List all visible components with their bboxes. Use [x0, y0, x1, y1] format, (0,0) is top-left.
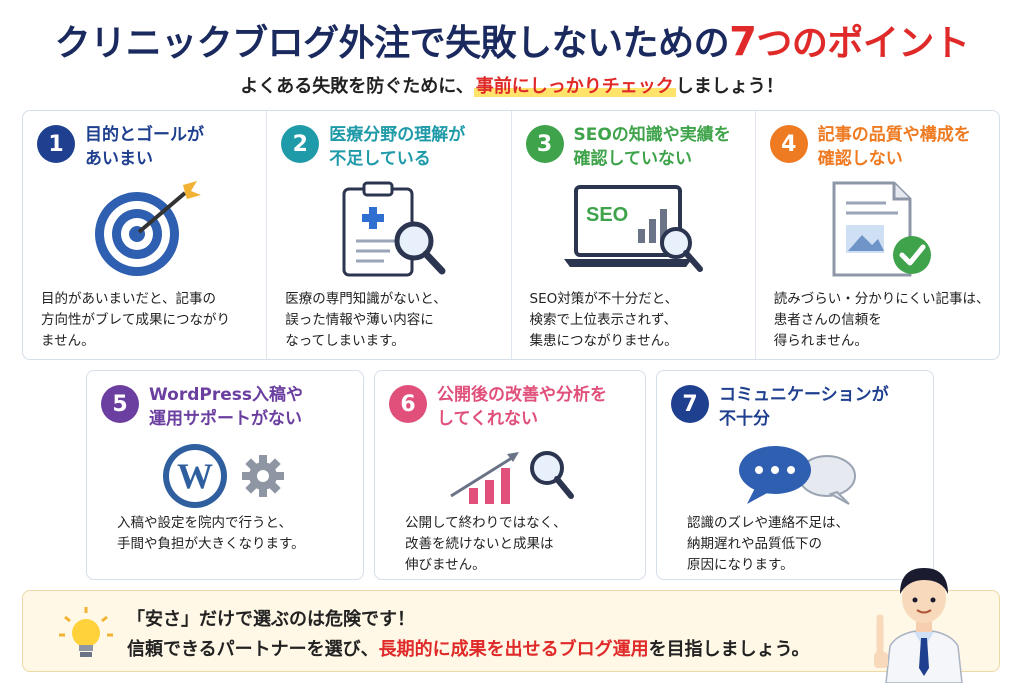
point-title: 記事の品質や構成を確認しない	[818, 123, 991, 171]
target-icon	[23, 179, 266, 279]
point-title-line: 目的とゴールが	[85, 125, 204, 145]
title-number: 7	[729, 19, 757, 65]
point-title-line: 運用サポートがない	[149, 409, 302, 429]
point-number-badge: 5	[101, 385, 139, 423]
callout-line-2-pre: 信頼できるパートナーを選び、	[127, 639, 379, 660]
point-title-line: コミュニケーションが	[719, 385, 889, 405]
lightbulb-icon	[57, 605, 115, 663]
point-desc-line: 公開して終わりではなく、	[405, 515, 567, 531]
point-card-5: 5 WordPress入稿や運用サポートがない W 入稿や設定を院内で行うと、手…	[86, 370, 364, 580]
point-description: 公開して終わりではなく、改善を続けないと成果は伸びません。	[405, 513, 637, 576]
point-desc-line: 原因になります。	[687, 557, 794, 573]
point-card-2: 2 医療分野の理解が不足している 医療の専門知識がないと、誤った情報や薄い内容に…	[267, 111, 512, 359]
point-number-badge: 7	[671, 385, 709, 423]
point-number-badge: 1	[37, 125, 75, 163]
point-title-line: あいまい	[85, 149, 153, 169]
seo-label: SEO	[586, 204, 628, 226]
point-number-badge: 3	[525, 125, 564, 163]
point-desc-line: 目的があいまいだと、記事の	[41, 291, 216, 307]
growth-chart-magnifier-icon	[375, 441, 645, 511]
point-title-line: 不十分	[719, 409, 770, 429]
point-description: SEO対策が不十分だと、検索で上位表示されず、集患につながりません。	[530, 289, 747, 352]
point-card-1: 1 目的とゴールがあいまい 目的があいまいだと、記事の方向性がブレて成果につなが…	[23, 111, 268, 359]
point-desc-line: 誤った情報や薄い内容に	[285, 312, 434, 328]
point-desc-line: 手間や負担が大きくなります。	[117, 536, 305, 552]
point-title-line: 医療分野の理解が	[329, 125, 466, 145]
point-description: 医療の専門知識がないと、誤った情報や薄い内容になってしまいます。	[285, 289, 502, 352]
point-title: 医療分野の理解が不足している	[329, 123, 502, 171]
point-desc-line: 伸びません。	[405, 557, 486, 573]
subtitle-highlight: 事前にしっかりチェック	[473, 76, 676, 97]
callout-line-2: 信頼できるパートナーを選び、長期的に成果を出せるブログ運用を目指しましょう。	[127, 635, 810, 661]
point-desc-line: 患者さんの信頼を	[773, 312, 882, 328]
point-desc-line: 納期遅れや品質低下の	[687, 536, 822, 552]
point-title: 目的とゴールがあいまい	[85, 123, 258, 171]
subtitle: よくある失敗を防ぐために、事前にしっかりチェックしましょう！	[0, 72, 1024, 98]
point-desc-line: なってしまいます。	[285, 333, 405, 349]
point-desc-line: 認識のズレや連絡不足は、	[687, 515, 849, 531]
point-description: 読みづらい・分かりにくい記事は、患者さんの信頼を得られません。	[774, 289, 991, 352]
point-desc-line: 検索で上位表示されず、	[529, 312, 678, 328]
chat-bubbles-icon	[657, 441, 933, 511]
point-card-3: 3 SEOの知識や実績を確認していない SEO SEO対策が不十分だと、検索で上…	[512, 111, 756, 359]
point-number-badge: 4	[769, 125, 808, 163]
point-title: SEOの知識や実績を確認していない	[574, 123, 747, 171]
point-desc-line: ません。	[41, 333, 95, 349]
point-title-line: 記事の品質や構成を	[817, 125, 971, 145]
clipboard-magnifier-icon	[267, 179, 510, 279]
page-title: クリニックブログ外注で失敗しないための7つのポイント	[0, 14, 1024, 66]
point-card-7: 7 コミュニケーションが不十分 認識のズレや連絡不足は、納期遅れや品質低下の原因…	[656, 370, 934, 580]
subtitle-post: しましょう！	[675, 76, 784, 97]
callout-line-1: 「安さ」だけで選ぶのは危険です！	[127, 609, 415, 630]
point-desc-line: 集患につながりません。	[529, 333, 678, 349]
point-card-6: 6 公開後の改善や分析をしてくれない 公開して終わりではなく、改善を続けないと成…	[374, 370, 646, 580]
point-desc-line: 得られません。	[773, 333, 868, 349]
point-title-line: 不足している	[329, 149, 431, 169]
title-tail: つのポイント	[756, 23, 970, 64]
point-desc-line: SEO対策が不十分だと、	[529, 291, 679, 307]
wordpress-gear-icon: W	[87, 441, 363, 511]
points-row-top: 1 目的とゴールがあいまい 目的があいまいだと、記事の方向性がブレて成果につなが…	[22, 110, 1000, 360]
point-number-badge: 6	[389, 385, 427, 423]
point-description: 入稿や設定を院内で行うと、手間や負担が大きくなります。	[117, 513, 355, 555]
point-desc-line: 入稿や設定を院内で行うと、	[117, 515, 292, 531]
point-title-line: SEOの知識や実績を	[573, 125, 731, 145]
point-card-4: 4 記事の品質や構成を確認しない 読みづらい・分かりにくい記事は、患者さんの信頼…	[756, 111, 999, 359]
point-title: WordPress入稿や運用サポートがない	[149, 383, 355, 431]
callout-line-2-post: を目指しましょう。	[648, 639, 810, 660]
point-title-line: 確認していない	[573, 149, 693, 169]
point-title: コミュニケーションが不十分	[719, 383, 925, 431]
subtitle-pre: よくある失敗を防ぐために、	[240, 76, 474, 97]
point-desc-line: 改善を続けないと成果は	[405, 536, 554, 552]
callout-highlight: 長期的に成果を出せるブログ運用	[378, 639, 649, 660]
title-main: クリニックブログ外注で失敗しないための	[54, 23, 730, 64]
point-title: 公開後の改善や分析をしてくれない	[437, 383, 637, 431]
point-title-line: 確認しない	[817, 149, 903, 169]
point-title-line: WordPress入稿や	[149, 385, 303, 405]
laptop-seo-icon: SEO	[512, 179, 755, 279]
point-description: 目的があいまいだと、記事の方向性がブレて成果につながりません。	[41, 289, 258, 352]
bottom-callout: 「安さ」だけで選ぶのは危険です！ 信頼できるパートナーを選び、長期的に成果を出せ…	[22, 590, 1000, 672]
doctor-illustration	[868, 548, 980, 683]
point-title-line: してくれない	[437, 409, 538, 429]
point-desc-line: 読みづらい・分かりにくい記事は、	[773, 291, 990, 307]
svg-text:W: W	[177, 456, 213, 496]
point-title-line: 公開後の改善や分析を	[437, 385, 607, 405]
point-desc-line: 方向性がブレて成果につながり	[41, 312, 230, 328]
point-number-badge: 2	[281, 125, 320, 163]
document-check-icon	[756, 179, 999, 279]
point-desc-line: 医療の専門知識がないと、	[285, 291, 447, 307]
point-description: 認識のズレや連絡不足は、納期遅れや品質低下の原因になります。	[687, 513, 925, 576]
